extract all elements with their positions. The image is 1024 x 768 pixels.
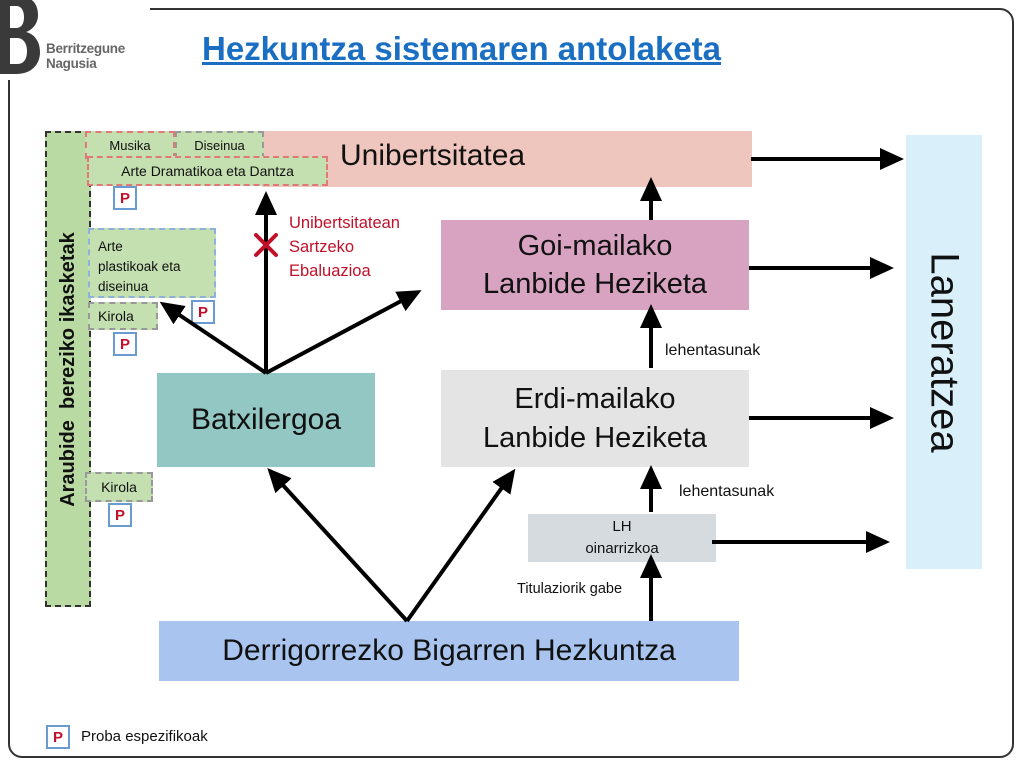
arte-plastikoak-box: Arte plastikoak eta diseinua <box>88 228 216 298</box>
araubide-bereziko-bar: Araubide bereziko ikasketak <box>45 131 91 607</box>
erdi-line1: Erdi-mailako <box>514 382 676 415</box>
batxilergoa-box: Batxilergoa <box>157 373 375 467</box>
logo-line2: Nagusia <box>46 56 97 71</box>
evau-line3: Ebaluazioa <box>289 262 371 280</box>
lehentasunak-label-upper: lehentasunak <box>665 342 761 359</box>
evau-line2: Sartzeko <box>289 238 355 256</box>
unibertsitatea-box: Unibertsitatea <box>262 131 752 187</box>
arte-line2: plastikoak eta <box>98 259 181 274</box>
laneratzea-box: Laneratzea <box>906 135 982 569</box>
page-title: Hezkuntza sistemaren antolaketa <box>202 30 722 67</box>
arte-dramatikoa-box: Arte Dramatikoa eta Dantza <box>87 156 328 186</box>
goi-line1: Goi-mailako <box>517 230 673 262</box>
musika-label: Musika <box>109 137 151 153</box>
batxilergoa-label: Batxilergoa <box>190 403 342 436</box>
lh-oinarrizkoa-box: LH oinarrizkoa <box>528 514 716 562</box>
dbh-box: Derrigorrezko Bigarren Hezkuntza <box>159 621 739 681</box>
diseinua-label: Diseinua <box>194 137 245 153</box>
arrow-batx-to-evau <box>265 290 422 375</box>
kirola-box-bottom: Kirola <box>85 472 153 502</box>
p-badge-arte-plastikoak: P <box>191 300 215 324</box>
erdi-line2: Lanbide Heziketa <box>482 421 708 454</box>
arte-dramatikoa-label: Arte Dramatikoa eta Dantza <box>121 163 294 179</box>
logo-b-icon <box>0 0 40 74</box>
arrow-batx-to-arte <box>159 301 268 375</box>
logo-text: Berritzegune Nagusia <box>46 41 125 71</box>
kirola-label-top: Kirola <box>98 308 134 324</box>
arrow-dbh-to-batxilergoa <box>267 468 409 623</box>
arte-line3: diseinua <box>98 279 149 294</box>
lh-line2: oinarrizkoa <box>585 540 659 557</box>
erdi-mailako-box: Erdi-mailako Lanbide Heziketa <box>441 370 749 467</box>
kirola-box-top: Kirola <box>88 302 158 330</box>
goi-mailako-box: Goi-mailako Lanbide Heziketa <box>441 220 749 310</box>
p-badge-kirola-bottom: P <box>108 503 132 527</box>
evau-line1: Unibertsitatean <box>289 214 400 232</box>
legend-p-badge: P <box>46 725 70 749</box>
lehentasunak-label-lower: lehentasunak <box>679 483 775 500</box>
goi-line2: Lanbide Heziketa <box>482 268 708 300</box>
p-badge-arte-dramatikoa: P <box>113 186 137 210</box>
evau-label: Unibertsitatean Sartzeko Ebaluazioa <box>289 211 400 283</box>
diseinua-box: Diseinua <box>175 131 264 159</box>
legend-text: Proba espezifikoak <box>81 728 208 745</box>
red-cross-icon <box>254 233 278 257</box>
unibertsitatea-label: Unibertsitatea <box>340 139 526 172</box>
logo-line1: Berritzegune <box>46 41 125 56</box>
arte-line1: Arte <box>98 239 123 254</box>
arrow-dbh-to-erdi <box>405 468 516 623</box>
titulaziorik-gabe-label: Titulaziorik gabe <box>517 581 623 597</box>
lh-line1: LH <box>612 518 632 535</box>
p-badge-kirola-top: P <box>113 332 137 356</box>
kirola-label-bottom: Kirola <box>101 479 137 495</box>
dbh-label: Derrigorrezko Bigarren Hezkuntza <box>222 634 676 667</box>
